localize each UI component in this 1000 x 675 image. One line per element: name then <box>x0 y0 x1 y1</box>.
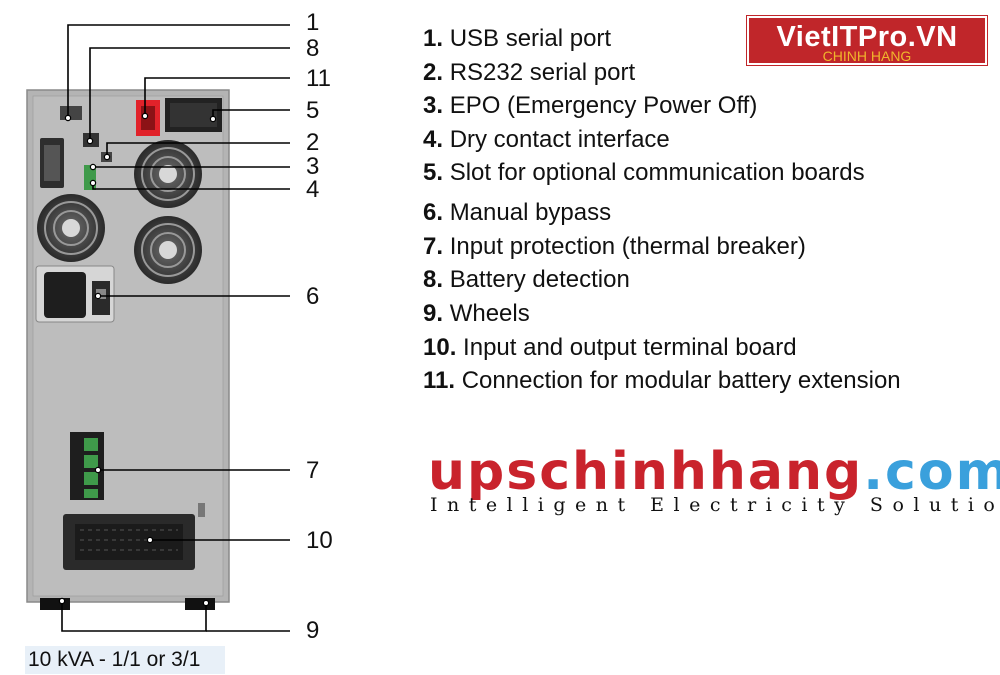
leader-lines <box>61 24 290 632</box>
cooling-fan-right <box>134 216 202 284</box>
wheel-right <box>185 598 215 610</box>
legend-item-number: 7. <box>423 233 444 260</box>
legend-item: 2. RS232 serial port <box>423 61 635 85</box>
upper-breaker-lever <box>44 145 60 181</box>
leader-line-1 <box>67 24 290 118</box>
callout-number: 5 <box>306 97 320 124</box>
legend-item-text: USB serial port <box>449 25 612 52</box>
leader-anchors <box>58 112 217 607</box>
cooling-fan-top <box>134 140 202 208</box>
legend-item-text: Dry contact interface <box>449 126 670 153</box>
leader-line-2 <box>106 142 290 157</box>
legend-item-text: Input and output terminal board <box>463 334 797 361</box>
callout-number: 4 <box>306 176 320 203</box>
legend-item: 8. Battery detection <box>423 268 630 292</box>
legend-item: 7. Input protection (thermal breaker) <box>423 235 806 259</box>
legend-item-number: 2. <box>423 59 444 86</box>
brand-logo: upschinhhang.com <box>428 446 1000 498</box>
callout-number: 3 <box>306 153 320 180</box>
legend-item-number: 6. <box>423 199 444 226</box>
legend-item: 6. Manual bypass <box>423 201 611 225</box>
leader-line-9 <box>61 601 207 632</box>
legend-item: 5. Slot for optional communication board… <box>423 161 865 185</box>
legend-item-number: 9. <box>423 300 444 327</box>
callout-number: 9 <box>306 617 320 644</box>
logo-main-text: upschinhhang <box>428 442 864 502</box>
legend-item-number: 3. <box>423 92 444 119</box>
callout-number: 11 <box>306 65 331 92</box>
callout-number: 1 <box>306 9 320 36</box>
leader-line-11 <box>144 77 290 116</box>
legend-item-text: EPO (Emergency Power Off) <box>449 92 758 119</box>
communication-slot-cover <box>170 103 217 127</box>
thermal-breaker <box>70 432 104 500</box>
manual-bypass-switch <box>35 265 115 323</box>
legend-item-text: Connection for modular battery extension <box>461 367 901 394</box>
watermark-badge: VietITPro.VN CHINH HANG <box>747 16 987 65</box>
ground-screw <box>198 503 205 517</box>
legend-item: 4. Dry contact interface <box>423 128 670 152</box>
model-caption: 10 kVA - 1/1 or 3/1 <box>25 646 225 674</box>
legend-item-text: RS232 serial port <box>449 59 636 86</box>
legend-item-number: 4. <box>423 126 444 153</box>
watermark-subtitle: CHINH HANG <box>822 48 912 64</box>
cooling-fan-left <box>37 194 105 262</box>
legend-item: 3. EPO (Emergency Power Off) <box>423 94 757 118</box>
callout-number: 10 <box>306 527 333 554</box>
legend-item-text: Slot for optional communication boards <box>449 159 865 186</box>
callout-number: 6 <box>306 283 320 310</box>
legend-item: 9. Wheels <box>423 302 530 326</box>
leader-line-8 <box>89 47 290 141</box>
watermark-name: VietITPro.VN <box>776 21 958 53</box>
legend-item-text: Battery detection <box>449 266 630 293</box>
legend-item: 11. Connection for modular battery exten… <box>423 369 901 393</box>
legend-item-text: Manual bypass <box>449 199 612 226</box>
terminal-board <box>63 514 195 570</box>
legend-item-text: Wheels <box>449 300 530 327</box>
callout-number: 7 <box>306 457 320 484</box>
legend-item-number: 8. <box>423 266 444 293</box>
legend-item: 1. USB serial port <box>423 27 611 51</box>
legend-item-number: 1. <box>423 25 444 52</box>
callout-number: 2 <box>306 129 320 156</box>
legend-item-number: 10. <box>423 334 457 361</box>
logo-tagline: Intelligent Electricity Solution <box>430 494 1000 516</box>
legend-item-number: 11. <box>423 367 456 394</box>
callout-number: 8 <box>306 35 320 62</box>
logo-suffix-text: .com <box>863 442 1000 502</box>
wheel-left <box>40 598 70 610</box>
legend-item: 10. Input and output terminal board <box>423 336 797 360</box>
legend-item-text: Input protection (thermal breaker) <box>449 233 806 260</box>
legend-item-number: 5. <box>423 159 444 186</box>
